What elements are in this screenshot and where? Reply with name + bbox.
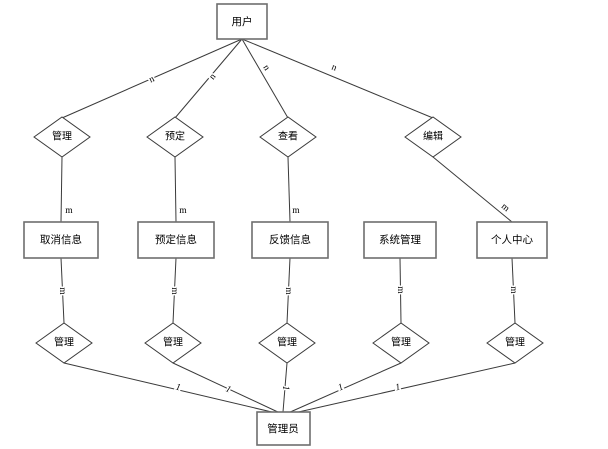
entity-label: 用户	[232, 15, 253, 28]
cardinality-labels: n n n n m m m m m m m m m 1 1 1 1 1	[56, 61, 520, 397]
edge-manageb4-admin	[287, 362, 402, 414]
cardinality-label: m	[395, 286, 405, 294]
cardinality-label: m	[283, 287, 293, 295]
diamond-shape	[35, 322, 93, 364]
cardinality-label: n	[148, 74, 157, 85]
diamond-shape	[372, 322, 430, 364]
edge-edit-personalcenter	[432, 156, 513, 223]
cardinality-label: m	[57, 287, 67, 295]
cardinality-label: 1	[280, 386, 290, 391]
relationship-manage-b4: 管理	[372, 322, 430, 364]
diamond-shape	[146, 116, 204, 158]
entity-shape	[476, 221, 548, 259]
entity-shape	[137, 221, 215, 259]
relationship-label: 查看	[278, 130, 298, 143]
relationship-manage-b3: 管理	[258, 322, 316, 364]
diamond-shape	[259, 116, 317, 158]
entity-system-manage: 系统管理	[363, 221, 437, 259]
cardinality-label: m	[169, 287, 179, 295]
entity-label: 预定信息	[155, 233, 197, 246]
edge-feedbackinfo-manageb3	[286, 257, 291, 324]
relationship-label: 预定	[165, 130, 185, 143]
cardinality-label: 1	[395, 383, 402, 394]
relationship-edit: 编辑	[404, 116, 462, 158]
cardinality-label: n	[260, 63, 271, 72]
edge-personalcenter-manageb5	[511, 257, 516, 324]
cardinality-label: m	[179, 206, 187, 216]
entity-shape	[251, 221, 329, 259]
entity-shape	[216, 3, 268, 40]
entity-label: 反馈信息	[269, 233, 311, 246]
edge-user-reserve	[174, 38, 243, 119]
edge-view-feedbackinfo	[287, 156, 291, 223]
edge-reserveinfo-manageb2	[172, 257, 177, 324]
relationship-label: 管理	[277, 336, 297, 349]
entity-cancel-info: 取消信息	[23, 221, 99, 259]
entity-user: 用户	[216, 3, 268, 40]
relationship-manage-b5: 管理	[486, 322, 544, 364]
cardinality-label: m	[508, 286, 518, 294]
entity-shape	[23, 221, 99, 259]
cardinality-label: 1	[337, 382, 345, 393]
diamond-shape	[486, 322, 544, 364]
edge-user-manage	[61, 38, 243, 119]
entity-admin: 管理员	[256, 411, 311, 446]
relationship-label: 编辑	[423, 130, 443, 143]
cardinality-label: n	[330, 62, 338, 73]
edges	[60, 38, 516, 414]
relationship-manage-top: 管理	[33, 116, 91, 158]
entity-personal-center: 个人中心	[476, 221, 548, 259]
cardinality-label: 1	[224, 384, 233, 395]
relationship-manage-b1: 管理	[35, 322, 93, 364]
cardinality-label: m	[65, 206, 73, 216]
relationship-label: 管理	[505, 336, 525, 349]
edge-user-edit	[241, 38, 434, 119]
entity-shape	[363, 221, 437, 259]
edge-manage-cancelinfo	[60, 156, 63, 223]
relationship-label: 管理	[163, 336, 183, 349]
relationship-nodes: 管理 预定 查看 编辑 管理 管理 管理 管理	[33, 116, 544, 364]
entity-label: 管理员	[267, 422, 299, 435]
edge-manageb3-admin	[282, 362, 288, 413]
edge-reserve-reserveinfo	[174, 156, 177, 223]
relationship-label: 管理	[391, 336, 411, 349]
entity-label: 系统管理	[379, 233, 421, 246]
entity-feedback-info: 反馈信息	[251, 221, 329, 259]
diamond-shape	[258, 322, 316, 364]
cardinality-label: 1	[175, 383, 182, 394]
entity-shape	[256, 411, 311, 446]
relationship-manage-b2: 管理	[144, 322, 202, 364]
entity-reserve-info: 预定信息	[137, 221, 215, 259]
entity-label: 个人中心	[491, 233, 533, 246]
edge-cancelinfo-manageb1	[60, 257, 65, 324]
relationship-reserve: 预定	[146, 116, 204, 158]
diamond-shape	[33, 116, 91, 158]
edge-manageb5-admin	[293, 362, 516, 414]
entity-label: 取消信息	[40, 233, 82, 246]
cardinality-label: m	[292, 206, 300, 216]
diamond-shape	[404, 116, 462, 158]
relationship-label: 管理	[54, 336, 74, 349]
edge-manageb2-admin	[172, 362, 281, 414]
edge-user-view	[241, 38, 289, 119]
edge-manageb1-admin	[63, 362, 277, 414]
entity-nodes: 用户 取消信息 预定信息 反馈信息 系统管理 个人中心 管理员	[23, 3, 548, 446]
edge-systemmanage-manageb4	[399, 257, 402, 324]
diamond-shape	[144, 322, 202, 364]
relationship-view: 查看	[259, 116, 317, 158]
relationship-label: 管理	[52, 130, 72, 143]
